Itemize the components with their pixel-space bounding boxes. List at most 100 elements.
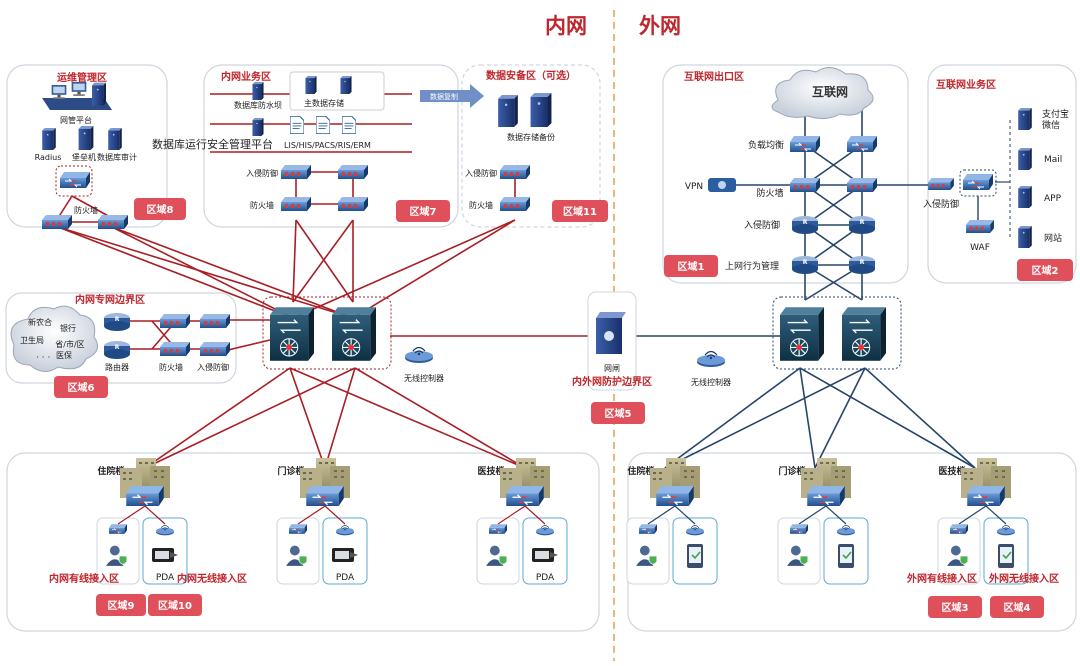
ib-switch-icon <box>963 174 993 190</box>
inner-business-ips-label: 入侵防御 <box>246 168 278 178</box>
zone-gateway: 网闸 内外网防护边界区 区域5 <box>572 291 652 424</box>
ops-firewall-icon-1 <box>42 215 72 229</box>
cloud-item-2: 卫生局 <box>20 335 44 345</box>
inner-building-label-0: 住院楼 <box>97 465 124 477</box>
inner-wired-title: 内网有线接入区 <box>49 572 119 585</box>
outer-phone-icon-2 <box>998 544 1014 568</box>
main-storage-label: 主数据存储 <box>304 98 344 108</box>
router-icon-1 <box>104 313 130 331</box>
db-tamper-label: 数据库防水坝 <box>234 100 282 110</box>
inner-network-title: 内网 <box>545 14 587 38</box>
outer-wireless-title: 外网无线接入区 <box>988 572 1059 585</box>
mgmt-platform-label: 网管平台 <box>60 115 92 125</box>
service-mail-label: Mail <box>1044 155 1062 165</box>
main-storage-server-icon-2 <box>340 76 352 94</box>
db-tamper-server-icon <box>252 82 264 100</box>
ops-switch-group <box>55 165 93 197</box>
zone-inner-wired-badge-text: 区域9 <box>108 599 135 612</box>
outer-access-switch-icon-1 <box>806 486 846 506</box>
mail-server-icon <box>1018 148 1032 170</box>
zone-backup-title: 数据安备区（可选） <box>486 69 576 82</box>
pacs-system-icon <box>342 116 356 134</box>
outer-building-1: 门诊楼 <box>777 458 869 585</box>
cloud-ellipsis: · · · <box>36 353 50 363</box>
exit-ips-icon-2 <box>849 216 875 234</box>
outer-building-label-0: 住院楼 <box>627 465 654 477</box>
outer-wired-switch-icon-2 <box>950 524 968 534</box>
inner-access-switch-icon-1 <box>305 486 345 506</box>
zone-backup: 数据安备区（可选） 数据复制 数据存储备份 入侵防御 防火墙 区域11 <box>420 69 608 222</box>
gateway-device-icon <box>596 312 626 354</box>
zone-inner-boundary: 内网专网边界区 新农合 银行 卫生局 省/市/区 医保 · · · 路由器 防火… <box>10 293 230 398</box>
website-server-icon <box>1018 226 1032 248</box>
waf-icon <box>966 220 994 233</box>
internet-label: 互联网 <box>812 85 848 99</box>
inner-building-label-2: 医技楼 <box>477 465 504 477</box>
boundary-firewall-label: 防火墙 <box>159 362 183 372</box>
outer-phone-icon-0 <box>687 544 703 568</box>
boundary-ips-icon-2 <box>200 342 230 356</box>
inner-wired-switch-icon-1 <box>289 524 307 534</box>
db-platform-server-icon <box>252 118 264 136</box>
inner-business-firewall-icon-2 <box>338 197 368 211</box>
main-storage-server-icon-1 <box>305 76 317 94</box>
inner-pda-label-0: PDA <box>156 573 175 583</box>
db-audit-label: 数据库审计 <box>97 152 137 162</box>
backup-storage-icon-1 <box>498 95 518 127</box>
outer-building-label-2: 医技楼 <box>938 465 965 477</box>
lis-system-icon <box>290 116 304 134</box>
exit-firewall-icon-1 <box>790 178 820 192</box>
zone-outer-wireless-badge-text: 区域4 <box>1004 601 1031 614</box>
inner-wired-switch-icon-2 <box>489 524 507 534</box>
inner-core-switch-icon-2 <box>332 306 376 362</box>
waf-label: WAF <box>970 243 990 253</box>
bastion-label: 堡垒机 <box>72 152 96 162</box>
backup-firewall-icon <box>500 197 530 211</box>
inner-business-firewall-icon-1 <box>281 197 311 211</box>
radius-label: Radius <box>35 153 62 162</box>
vpn-label: VPN <box>685 182 703 192</box>
cloud-item-4: 医保 <box>56 350 72 360</box>
exit-firewall-icon-2 <box>847 178 877 192</box>
service-alipay-line2: 微信 <box>1042 119 1060 131</box>
router-label: 路由器 <box>105 362 129 372</box>
inner-building-label-1: 门诊楼 <box>277 465 304 477</box>
outer-core-switch-icon-1 <box>780 306 824 362</box>
outer-phone-icon-1 <box>838 544 854 568</box>
systems-label: LIS/HIS/PACS/RIS/ERM <box>284 141 371 150</box>
vpn-device-icon <box>708 178 736 192</box>
zone-internet-business-box <box>927 64 1077 284</box>
router-icon-2 <box>104 341 130 359</box>
outer-building-2: 医技楼 <box>937 458 1029 585</box>
external-cloud-icon <box>10 305 99 372</box>
zone-backup-box <box>461 64 601 228</box>
inner-core-switch-icon-1 <box>270 306 314 362</box>
inner-business-ips-icon-2 <box>338 165 368 179</box>
inner-pda-label-2: PDA <box>536 573 555 583</box>
zone-inner-business-box <box>203 64 459 228</box>
zone-inner-boundary-badge <box>54 376 108 398</box>
ib-ips-label: 入侵防御 <box>923 198 959 210</box>
zone-inner-wireless-badge-text: 区域10 <box>158 599 192 612</box>
his-system-icon <box>316 116 330 134</box>
boundary-ips-label: 入侵防御 <box>197 362 229 372</box>
alipay-wechat-server-icon <box>1018 108 1032 130</box>
load-balancer-icon-1 <box>790 136 820 152</box>
behavior-mgmt-icon-2 <box>849 256 875 274</box>
zone-backup-badge-text: 区域11 <box>563 205 597 218</box>
zone-inner-business-title: 内网业务区 <box>221 70 271 83</box>
outer-core-switch-icon-2 <box>842 306 886 362</box>
boundary-firewall-icon-1 <box>160 314 190 328</box>
service-app-label: APP <box>1044 194 1062 204</box>
zone-gateway-badge <box>591 402 645 424</box>
outer-core: 无线控制器 <box>691 306 886 387</box>
db-audit-server-icon <box>108 128 122 150</box>
gateway-title: 内外网防护边界区 <box>572 375 652 388</box>
inner-wireless-controller-label: 无线控制器 <box>404 373 444 383</box>
zone-internet-business-badge-text: 区域2 <box>1032 264 1059 277</box>
zone-inner-boundary-badge-text: 区域6 <box>68 381 95 394</box>
outer-building-label-1: 门诊楼 <box>778 465 805 477</box>
outer-wireless-controller-icon <box>696 350 726 368</box>
inner-pda-label-1: PDA <box>336 573 355 583</box>
